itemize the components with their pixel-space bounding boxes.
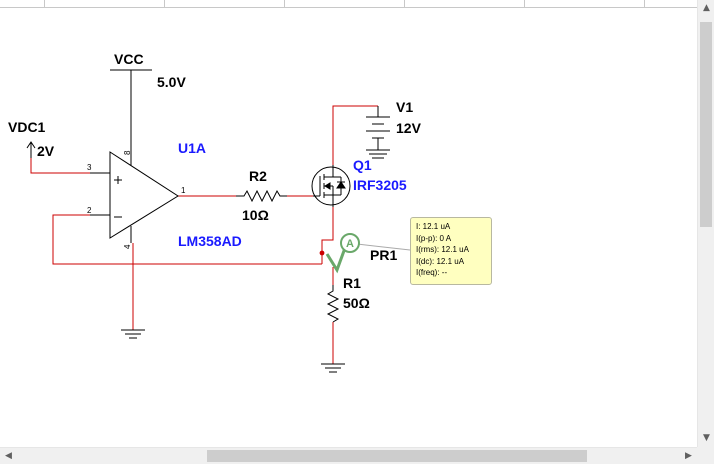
svg-text:8: 8 xyxy=(123,150,132,155)
q1-name: Q1 xyxy=(353,157,372,173)
vdc1-source[interactable] xyxy=(26,141,36,158)
horizontal-scroll-thumb[interactable] xyxy=(207,450,587,462)
scroll-down-icon[interactable]: ▼ xyxy=(703,433,710,443)
mosfet-q1[interactable] xyxy=(311,165,351,207)
wire-feedback xyxy=(52,214,322,265)
probe-readout-line: I(rms): 12.1 uA xyxy=(416,245,469,254)
scroll-up-icon[interactable]: ▲ xyxy=(703,3,710,13)
probe-name: PR1 xyxy=(370,247,397,263)
probe-readout-line: I: 12.1 uA xyxy=(416,222,451,231)
probe-readout-tooltip: I: 12.1 uA I(p-p): 0 A I(rms): 12.1 uA I… xyxy=(410,217,492,285)
resistor-r1[interactable] xyxy=(326,285,340,323)
scroll-left-icon[interactable]: ◀ xyxy=(5,451,12,461)
probe-readout-line: I(freq): -- xyxy=(416,268,448,277)
vcc-supply[interactable] xyxy=(110,69,152,150)
schematic-drawing: VCC 5.0V VDC1 2V 3 2 1 8 4 U1A LM358AD R… xyxy=(0,0,697,373)
opamp-part: LM358AD xyxy=(178,233,242,249)
column-ruler xyxy=(0,0,697,8)
wire-vdc1-to-noninv xyxy=(30,157,90,174)
svg-text:4: 4 xyxy=(123,244,132,249)
r1-name: R1 xyxy=(343,275,361,291)
schematic-canvas[interactable]: VCC 5.0V VDC1 2V 3 2 1 8 4 U1A LM358AD R… xyxy=(0,0,697,447)
ground-symbol-opamp xyxy=(121,329,145,339)
vdc1-value: 2V xyxy=(37,143,55,159)
wire-source-to-probe xyxy=(321,207,334,264)
probe-readout-line: I(dc): 12.1 uA xyxy=(416,256,465,266)
opamp-ref: U1A xyxy=(178,140,206,156)
opamp-u1a[interactable] xyxy=(90,150,179,243)
vcc-name: VCC xyxy=(114,51,144,67)
vdc1-name: VDC1 xyxy=(8,119,46,135)
q1-part: IRF3205 xyxy=(353,177,407,193)
horizontal-scrollbar[interactable]: ◀ ▶ xyxy=(0,447,697,464)
wire-v1-to-drain xyxy=(332,105,378,165)
r2-name: R2 xyxy=(249,168,267,184)
probe-symbol: A xyxy=(346,238,354,250)
r2-value: 10Ω xyxy=(242,207,269,223)
vcc-value: 5.0V xyxy=(157,74,186,90)
v1-value: 12V xyxy=(396,120,422,136)
scroll-right-icon[interactable]: ▶ xyxy=(685,451,692,461)
svg-text:3: 3 xyxy=(87,163,92,172)
battery-v1[interactable] xyxy=(366,106,390,159)
current-probe-pr1[interactable]: A xyxy=(325,233,411,274)
opamp-pin-numbers: 3 2 1 8 4 xyxy=(87,150,186,249)
svg-text:1: 1 xyxy=(181,186,186,195)
probe-readout-line: I(p-p): 0 A xyxy=(416,233,452,243)
resistor-r2[interactable] xyxy=(236,189,287,203)
scrollbar-corner xyxy=(697,447,714,464)
r1-value: 50Ω xyxy=(343,295,370,311)
vertical-scroll-thumb[interactable] xyxy=(700,22,712,227)
ground-symbol-r1 xyxy=(321,363,345,373)
wires xyxy=(30,105,378,364)
vertical-scrollbar[interactable]: ▲ ▼ xyxy=(697,0,714,447)
svg-text:2: 2 xyxy=(87,206,92,215)
v1-name: V1 xyxy=(396,99,413,115)
